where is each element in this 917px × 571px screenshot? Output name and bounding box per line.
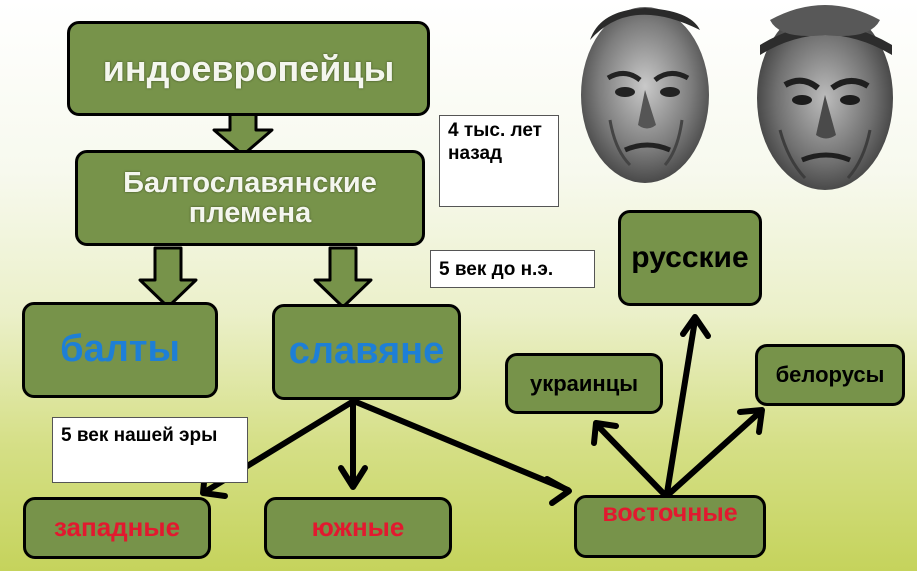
node-eastern: восточные (574, 495, 766, 558)
arrow-baltoslavic-to-slavs (313, 246, 373, 309)
node-balts: балты (22, 302, 218, 398)
node-belarusians: белорусы (755, 344, 905, 406)
ancient-faces-image (581, 5, 893, 190)
node-western: западные (23, 497, 211, 559)
arrow-slavs-to-eastern (353, 399, 571, 493)
arrow-baltoslavic-to-balts (138, 246, 198, 309)
node-russians: русские (618, 210, 762, 306)
arrow-eastern-to-ukrainians (594, 422, 666, 496)
note-5th-century-ad: 5 век нашей эры (52, 417, 248, 483)
node-southern: южные (264, 497, 452, 559)
note-5th-century-bc: 5 век до н.э. (430, 250, 595, 288)
arrow-eastern-to-russians (664, 317, 698, 496)
node-baltoslavic-tribes: Балтославянские племена (75, 150, 425, 246)
node-ukrainians: украинцы (505, 353, 663, 414)
node-slavs: славяне (272, 304, 461, 400)
arrow-eastern-to-belarusians (667, 409, 763, 496)
node-indoeuropeans: индоевропейцы (67, 21, 430, 116)
note-4000-years-ago: 4 тыс. лет назад (439, 115, 559, 207)
